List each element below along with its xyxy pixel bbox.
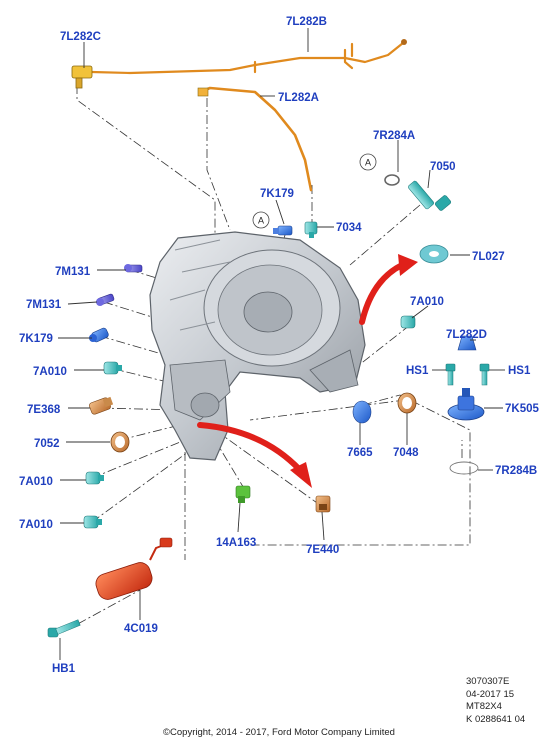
switch-7K505 xyxy=(447,388,485,421)
harness-connector-7L282C xyxy=(71,65,93,89)
o-ring-7R284B xyxy=(449,461,479,475)
reference-mark-letter: A xyxy=(365,158,371,168)
reference-mark-a-lower: A xyxy=(359,153,377,171)
o-ring-7R284A xyxy=(384,174,400,186)
callout-7A010-right: 7A010 xyxy=(410,296,444,308)
callout-7R284A: 7R284A xyxy=(373,130,415,142)
callout-7L282C: 7L282C xyxy=(60,31,101,43)
callout-7L027: 7L027 xyxy=(472,251,505,263)
bolt-7050 xyxy=(408,180,452,211)
callout-HS1-left: HS1 xyxy=(406,365,429,377)
callout-7052: 7052 xyxy=(34,438,60,450)
callout-7A010-left: 7A010 xyxy=(33,366,67,378)
callout-7M131-lower: 7M131 xyxy=(26,299,62,311)
callout-7A010-lower-1: 7A010 xyxy=(19,476,53,488)
callout-7A010-lower-2: 7A010 xyxy=(19,519,53,531)
washer-7L027 xyxy=(419,244,449,264)
screw-HS1-right xyxy=(479,363,490,386)
harness-end-7L282B xyxy=(401,39,407,45)
cable-7L282A xyxy=(198,86,313,192)
callout-7R284B: 7R284B xyxy=(495,465,537,477)
bolt-HB1 xyxy=(47,619,81,638)
assembly-arrow-upper xyxy=(359,254,418,325)
plug-7K179-upper xyxy=(273,225,293,236)
seal-7048 xyxy=(397,392,417,414)
callout-7665: 7665 xyxy=(347,447,373,459)
reference-number: K 0288641 04 xyxy=(466,713,526,725)
plug-7A010-left xyxy=(103,361,122,375)
callout-7K179-lower: 7K179 xyxy=(19,333,53,345)
plug-7665 xyxy=(352,400,372,424)
callout-7L282D: 7L282D xyxy=(446,329,487,341)
callout-4C019: 4C019 xyxy=(124,623,158,635)
pin-7M131-upper xyxy=(124,264,143,273)
callout-7E368: 7E368 xyxy=(27,404,61,416)
callout-7K179-upper: 7K179 xyxy=(260,188,294,200)
assembly-arrow-lower xyxy=(197,422,312,488)
callout-HS1-right: HS1 xyxy=(508,365,531,377)
transmission-housing xyxy=(149,231,366,461)
plug-7A010-right xyxy=(400,315,416,329)
callout-7050: 7050 xyxy=(430,161,456,173)
screw-HS1-left xyxy=(445,363,456,386)
callout-7L282B: 7L282B xyxy=(286,16,327,28)
illustration-code: 3070307E xyxy=(466,676,510,687)
actuator-4C019 xyxy=(95,537,173,600)
illustration-date: 04-2017 15 xyxy=(466,688,515,700)
sensor-7E368 xyxy=(89,396,114,415)
cable-end-7L282A xyxy=(197,87,209,97)
illustration-code-block: 3070307E 04-2017 15 MT82X4 K 0288641 04 xyxy=(466,676,525,726)
plug-7A010-lower-2 xyxy=(83,515,102,529)
callout-7L282A: 7L282A xyxy=(278,92,319,104)
reference-mark-a-upper: A xyxy=(252,211,270,229)
plug-7K179-lower xyxy=(89,327,109,343)
wiring-harness-7L282B xyxy=(90,41,405,75)
callout-7M131-upper: 7M131 xyxy=(55,266,91,278)
callout-7034: 7034 xyxy=(336,222,362,234)
connector-7L282D xyxy=(457,335,477,351)
plug-7A010-lower-1 xyxy=(85,471,104,485)
callout-7E440: 7E440 xyxy=(306,544,339,556)
callout-leaders xyxy=(58,28,505,660)
copyright-notice: ©Copyright, 2014 - 2017, Ford Motor Comp… xyxy=(163,727,395,738)
seal-7052 xyxy=(110,431,130,453)
callout-7048: 7048 xyxy=(393,447,419,459)
connector-7E440 xyxy=(315,495,331,513)
callout-7K505: 7K505 xyxy=(505,403,539,415)
transmission-model: MT82X4 xyxy=(466,701,502,712)
callout-labels: 7L282C 7L282B 7L282A 7R284A 7050 7K179 7… xyxy=(19,16,539,675)
breather-7034 xyxy=(304,221,318,238)
callout-HB1: HB1 xyxy=(52,663,76,675)
callout-14A163: 14A163 xyxy=(216,537,256,549)
reference-mark-letter: A xyxy=(258,216,264,226)
pin-7M131-lower xyxy=(96,293,115,306)
clip-14A163 xyxy=(235,485,251,503)
